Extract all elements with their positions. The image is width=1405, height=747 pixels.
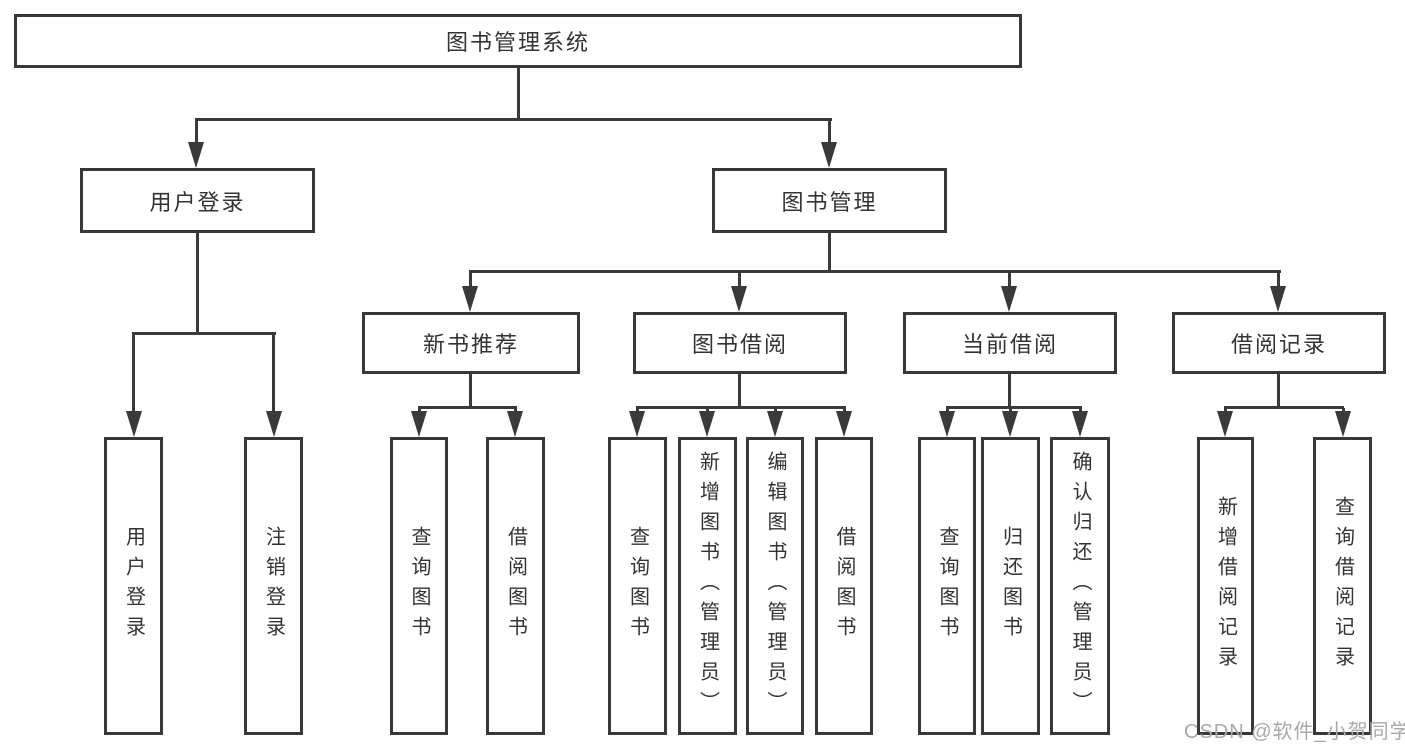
arrowhead-down-icon — [1270, 286, 1286, 312]
leaf-logout: 注销登录 — [244, 437, 303, 735]
leaf-label: 新增图书（管理员） — [696, 451, 719, 721]
leaf-label: 确认归还（管理员） — [1069, 451, 1091, 721]
arrowhead-down-icon — [821, 142, 837, 168]
connector-group-horizontal — [946, 406, 1082, 409]
node-book-borrowing: 图书借阅 — [633, 312, 847, 374]
node-new-book-recommend: 新书推荐 — [362, 312, 580, 374]
leaf-query-books-1: 查询图书 — [390, 437, 448, 735]
arrowhead-down-icon — [767, 411, 783, 437]
arrowhead-down-icon — [629, 411, 645, 437]
leaf-edit-book-admin: 编辑图书（管理员） — [746, 437, 804, 735]
arrowhead-down-icon — [126, 411, 142, 437]
connector-root-trunk — [517, 68, 520, 120]
arrowhead-down-icon — [188, 142, 204, 168]
node-book-management: 图书管理 — [712, 168, 947, 233]
node-label: 图书管理 — [781, 189, 878, 215]
arrowhead-down-icon — [411, 411, 427, 437]
arrowhead-down-icon — [731, 286, 747, 312]
arrowhead-down-icon — [462, 286, 478, 312]
arrowhead-down-icon — [939, 411, 955, 437]
connector-group-trunk — [469, 374, 472, 409]
connector-drop-group — [469, 272, 472, 288]
connector-book-management-trunk — [828, 233, 831, 273]
csdn-watermark: CSDN @软件_小贺同学 — [1184, 721, 1405, 743]
leaf-label: 归还图书 — [999, 526, 1022, 646]
node-label: 新书推荐 — [422, 332, 519, 357]
leaf-confirm-return-admin: 确认归还（管理员） — [1050, 437, 1110, 735]
connector-drop-group — [738, 272, 741, 288]
connector-level3-horizontal — [469, 270, 1281, 273]
connector-group-trunk — [1277, 374, 1280, 409]
arrowhead-down-icon — [699, 411, 715, 437]
leaf-label: 借阅图书 — [833, 526, 855, 646]
connector-drop-book-management — [828, 120, 831, 144]
arrowhead-down-icon — [1072, 411, 1088, 437]
arrowhead-down-icon — [1001, 286, 1017, 312]
connector-drop-leaf — [272, 334, 275, 413]
leaf-label: 查询图书 — [408, 526, 430, 646]
leaf-label: 查询图书 — [936, 526, 958, 646]
leaf-label: 新增借阅记录 — [1214, 496, 1237, 676]
node-label: 当前借阅 — [961, 332, 1058, 357]
connector-group-horizontal — [636, 406, 846, 409]
connector-drop-leaf — [132, 334, 135, 413]
node-user-login: 用户登录 — [80, 168, 315, 233]
node-label: 借阅记录 — [1230, 332, 1327, 357]
node-root-library-management-system: 图书管理系统 — [14, 14, 1022, 68]
connector-group-trunk — [1008, 374, 1011, 409]
leaf-borrow-books-2: 借阅图书 — [815, 437, 873, 735]
leaf-label: 查询借阅记录 — [1331, 496, 1354, 676]
leaf-query-books-2: 查询图书 — [608, 437, 667, 735]
connector-group-trunk — [738, 374, 741, 409]
arrowhead-down-icon — [1002, 411, 1018, 437]
node-current-borrowing: 当前借阅 — [903, 312, 1117, 374]
leaf-add-book-admin: 新增图书（管理员） — [678, 437, 737, 735]
node-label: 图书管理系统 — [445, 30, 590, 55]
leaf-add-borrow-record: 新增借阅记录 — [1197, 437, 1254, 735]
connector-user-login-horizontal — [132, 332, 276, 335]
leaf-user-login: 用户登录 — [104, 437, 163, 735]
leaf-return-books: 归还图书 — [981, 437, 1040, 735]
leaf-label: 注销登录 — [262, 526, 285, 646]
connector-drop-group — [1008, 272, 1011, 288]
node-label: 图书借阅 — [691, 332, 788, 357]
connector-user-login-trunk — [196, 233, 199, 335]
leaf-query-books-3: 查询图书 — [918, 437, 976, 735]
leaf-borrow-books-1: 借阅图书 — [486, 437, 545, 735]
arrowhead-down-icon — [836, 411, 852, 437]
arrowhead-down-icon — [266, 411, 282, 437]
arrowhead-down-icon — [1217, 411, 1233, 437]
leaf-label: 用户登录 — [122, 526, 145, 646]
connector-group-horizontal — [1224, 406, 1344, 409]
leaf-label: 编辑图书（管理员） — [764, 451, 786, 721]
arrowhead-down-icon — [1335, 411, 1351, 437]
leaf-label: 查询图书 — [626, 526, 649, 646]
node-label: 用户登录 — [149, 189, 246, 215]
connector-group-horizontal — [418, 406, 517, 409]
connector-level1-horizontal — [195, 118, 832, 121]
leaf-label: 借阅图书 — [504, 526, 527, 646]
connector-drop-user-login — [195, 120, 198, 144]
connector-drop-group — [1277, 272, 1280, 288]
node-borrow-records: 借阅记录 — [1172, 312, 1386, 374]
leaf-query-borrow-record: 查询借阅记录 — [1313, 437, 1372, 735]
arrowhead-down-icon — [507, 411, 523, 437]
